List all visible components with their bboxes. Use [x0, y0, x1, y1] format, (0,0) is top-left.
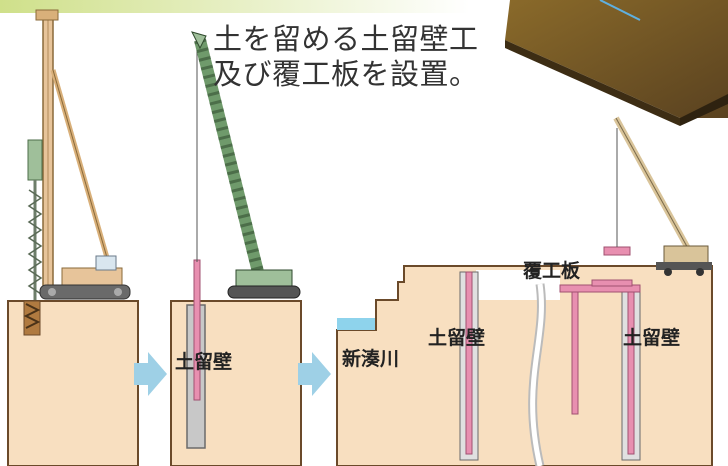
caption: 土を留める土留壁工 及び覆工板を設置。: [213, 22, 479, 92]
deck-plates: [559, 128, 641, 293]
title-banner: [0, 0, 470, 13]
stage-arrow-2: [298, 352, 331, 396]
label-wall-stage2: 土留壁: [175, 351, 233, 373]
stage3-walls: [459, 271, 641, 461]
caption-line2: 及び覆工板を設置。: [213, 57, 479, 91]
label-deck-plate: 覆工板: [523, 260, 581, 282]
caption-line1: 土を留める土留壁工: [213, 22, 479, 56]
stage1-soil: [7, 300, 139, 466]
label-wall-stage3-left: 土留壁: [428, 327, 486, 349]
label-wall-stage3-right: 土留壁: [623, 327, 681, 349]
crawler-crane: [191, 31, 301, 299]
pile-driver-rig: [27, 9, 131, 300]
label-river: 新湊川: [342, 348, 400, 370]
stage2-soil: [170, 259, 302, 466]
truck-crane: [613, 116, 712, 276]
stage-arrow-1: [134, 352, 167, 396]
model-thumbnail: [505, 0, 728, 126]
